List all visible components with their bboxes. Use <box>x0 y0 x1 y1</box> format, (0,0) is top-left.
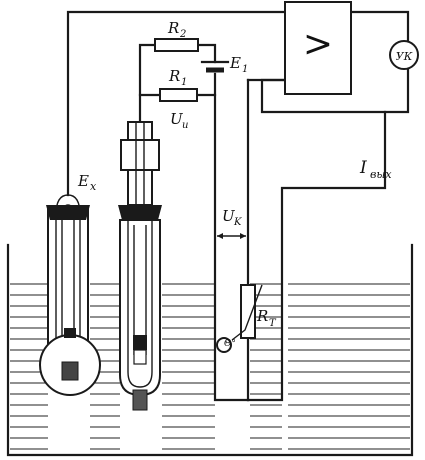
thermistor: R T Θ° <box>216 284 277 353</box>
thermometer-symbol: Θ° <box>224 339 236 349</box>
battery-e1: E 1 <box>200 54 248 75</box>
iout-label: I <box>359 158 367 178</box>
ui-sub: и <box>182 120 188 131</box>
glass-electrode <box>39 194 101 396</box>
ex-sub: x <box>90 180 97 193</box>
rt-sub: T <box>269 318 277 329</box>
liquid <box>10 283 410 450</box>
uk-label-group: U K <box>217 207 246 239</box>
r1-label: R <box>168 67 180 85</box>
ex-label: E <box>77 172 89 190</box>
main-wires <box>66 10 410 402</box>
ex-label-group: E x <box>77 172 97 193</box>
uk-sub: K <box>233 217 242 228</box>
rt-label: R <box>256 307 268 325</box>
r2-label: R <box>167 19 179 37</box>
resistor-r1: R 1 <box>159 67 198 102</box>
e1-label: E <box>229 54 241 72</box>
e1-sub: 1 <box>242 64 248 75</box>
iout-label-group: I вых <box>359 158 392 181</box>
reference-electrode <box>118 121 162 411</box>
beaker <box>6 243 414 457</box>
ui-label: U <box>170 110 184 128</box>
amplifier-symbol: > <box>303 24 333 65</box>
amplifier: > <box>284 1 352 95</box>
indicator: УК <box>389 40 419 70</box>
r2-sub: 2 <box>179 29 186 40</box>
ui-label-group: U и <box>170 110 188 131</box>
r1-sub: 1 <box>181 77 187 88</box>
indicator-label: УК <box>396 50 413 63</box>
resistor-r2: R 2 <box>154 19 199 52</box>
iout-sub: вых <box>370 168 392 181</box>
uk-label: U <box>222 207 236 225</box>
